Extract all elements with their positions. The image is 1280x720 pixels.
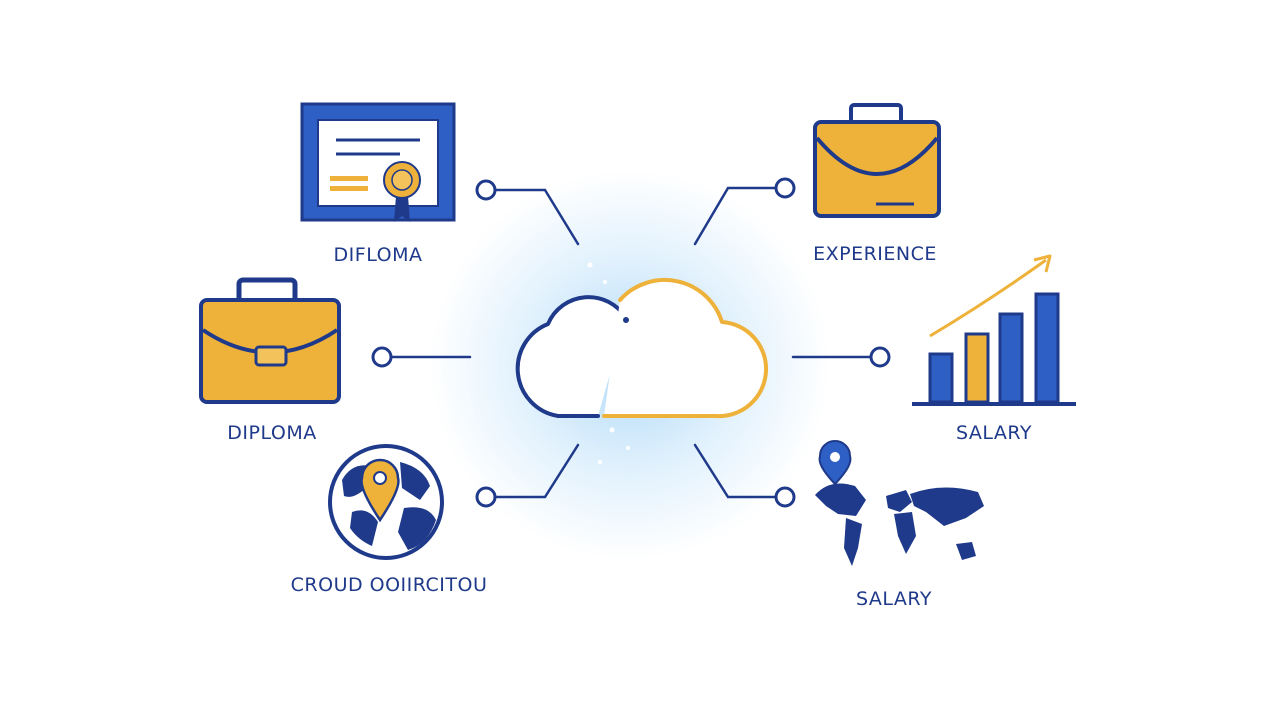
briefcase-icon [199,277,341,404]
label-mid-right: SALARY [955,422,1033,444]
connector-top-right [693,186,777,246]
node-dot-mid-left [371,346,393,368]
diploma-certificate-icon [300,102,456,222]
sparkle-dots [578,262,630,464]
connector-top-left [494,188,580,246]
node-dot-bottom-right [774,486,796,508]
connector-bottom-left [494,443,580,499]
node-dot-top-left [475,179,497,201]
cloud-icon [515,277,769,419]
node-dot-top-right [774,177,796,199]
globe-location-pin-icon [328,444,444,560]
node-dot-mid-right [869,346,891,368]
label-mid-left: DIPLOMA [227,422,317,444]
node-dot-bottom-left [475,486,497,508]
label-bottom-right: SALARY [855,588,933,610]
bar-chart-growth-icon [912,254,1076,406]
label-top-right: EXPERIENCE [813,243,937,265]
connector-bottom-right [693,443,777,499]
label-top-left: DIFLOMA [333,244,423,266]
briefcase-icon [813,103,941,218]
world-map-pin-icon [815,440,984,566]
label-bottom-left: CROUD OOIIRCITOU [290,574,488,596]
